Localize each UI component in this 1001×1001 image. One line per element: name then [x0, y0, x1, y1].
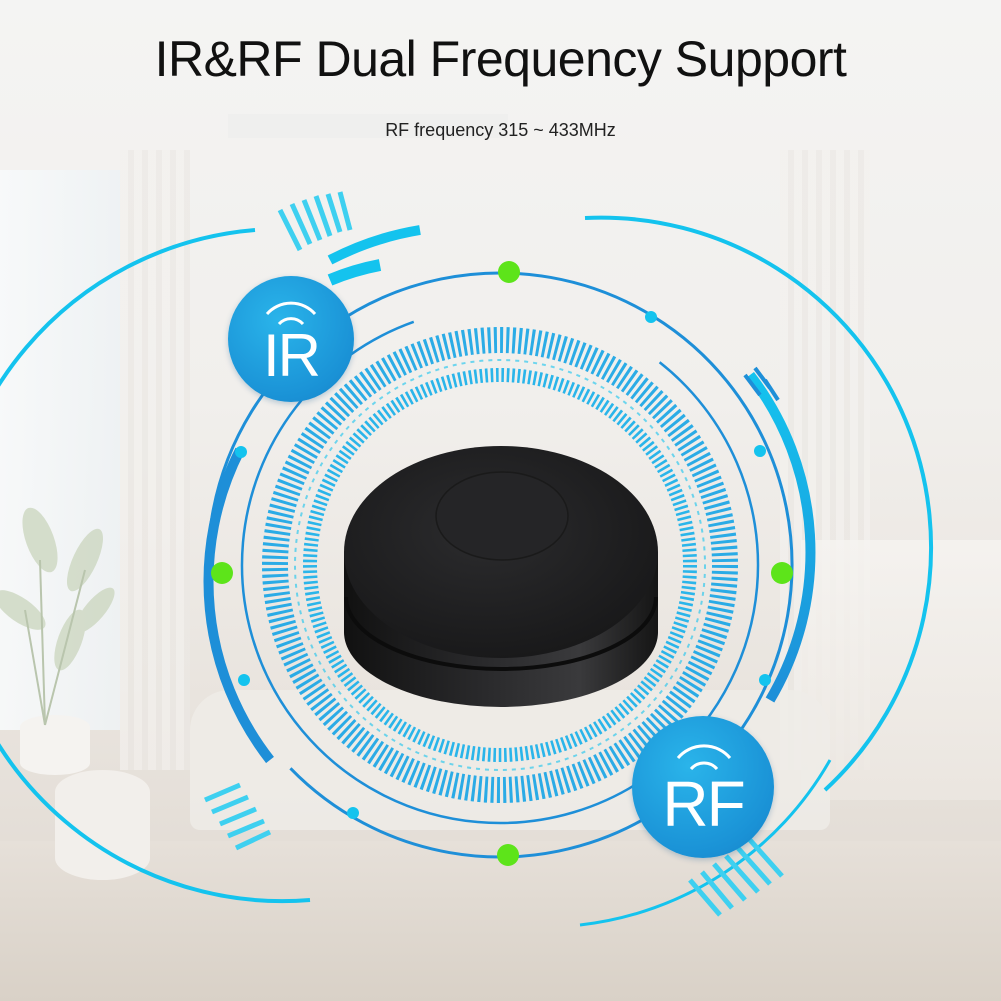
- cyan-dots: [235, 311, 771, 819]
- ir-label: IR: [263, 322, 321, 389]
- outer-arc-right-low: [579, 759, 832, 927]
- rf-label: RF: [662, 768, 745, 840]
- tick-burst-bottom-left: [204, 782, 272, 851]
- ir-rf-hub-device: [344, 446, 658, 707]
- green-dots: [211, 261, 793, 866]
- outer-arc-right: [584, 215, 934, 792]
- wireless-signal-icon: [676, 744, 732, 771]
- tick-ring-outer: [262, 327, 738, 803]
- outer-arc-left: [0, 228, 311, 904]
- thick-arc-right: [746, 371, 816, 703]
- page-title: IR&RF Dual Frequency Support: [154, 31, 847, 87]
- kitchen-area: [801, 540, 1001, 800]
- plant-pot: [20, 715, 90, 775]
- wireless-signal-icon: [265, 301, 317, 326]
- device-button: [435, 471, 569, 561]
- page-subtitle: RF frequency 315 ~ 433MHz: [385, 120, 616, 140]
- subtitle-highlight: [228, 114, 508, 138]
- main-ring: [206, 271, 794, 859]
- plant: [0, 507, 115, 726]
- rf-badge: RF: [632, 716, 774, 858]
- tick-burst-bottom-right: [688, 838, 784, 917]
- thick-arc-left: [203, 447, 274, 764]
- tick-burst-top-left: [277, 191, 353, 252]
- ir-badge: IR: [228, 276, 354, 402]
- tick-ring-inner: [303, 368, 697, 762]
- floor: [0, 841, 1001, 1001]
